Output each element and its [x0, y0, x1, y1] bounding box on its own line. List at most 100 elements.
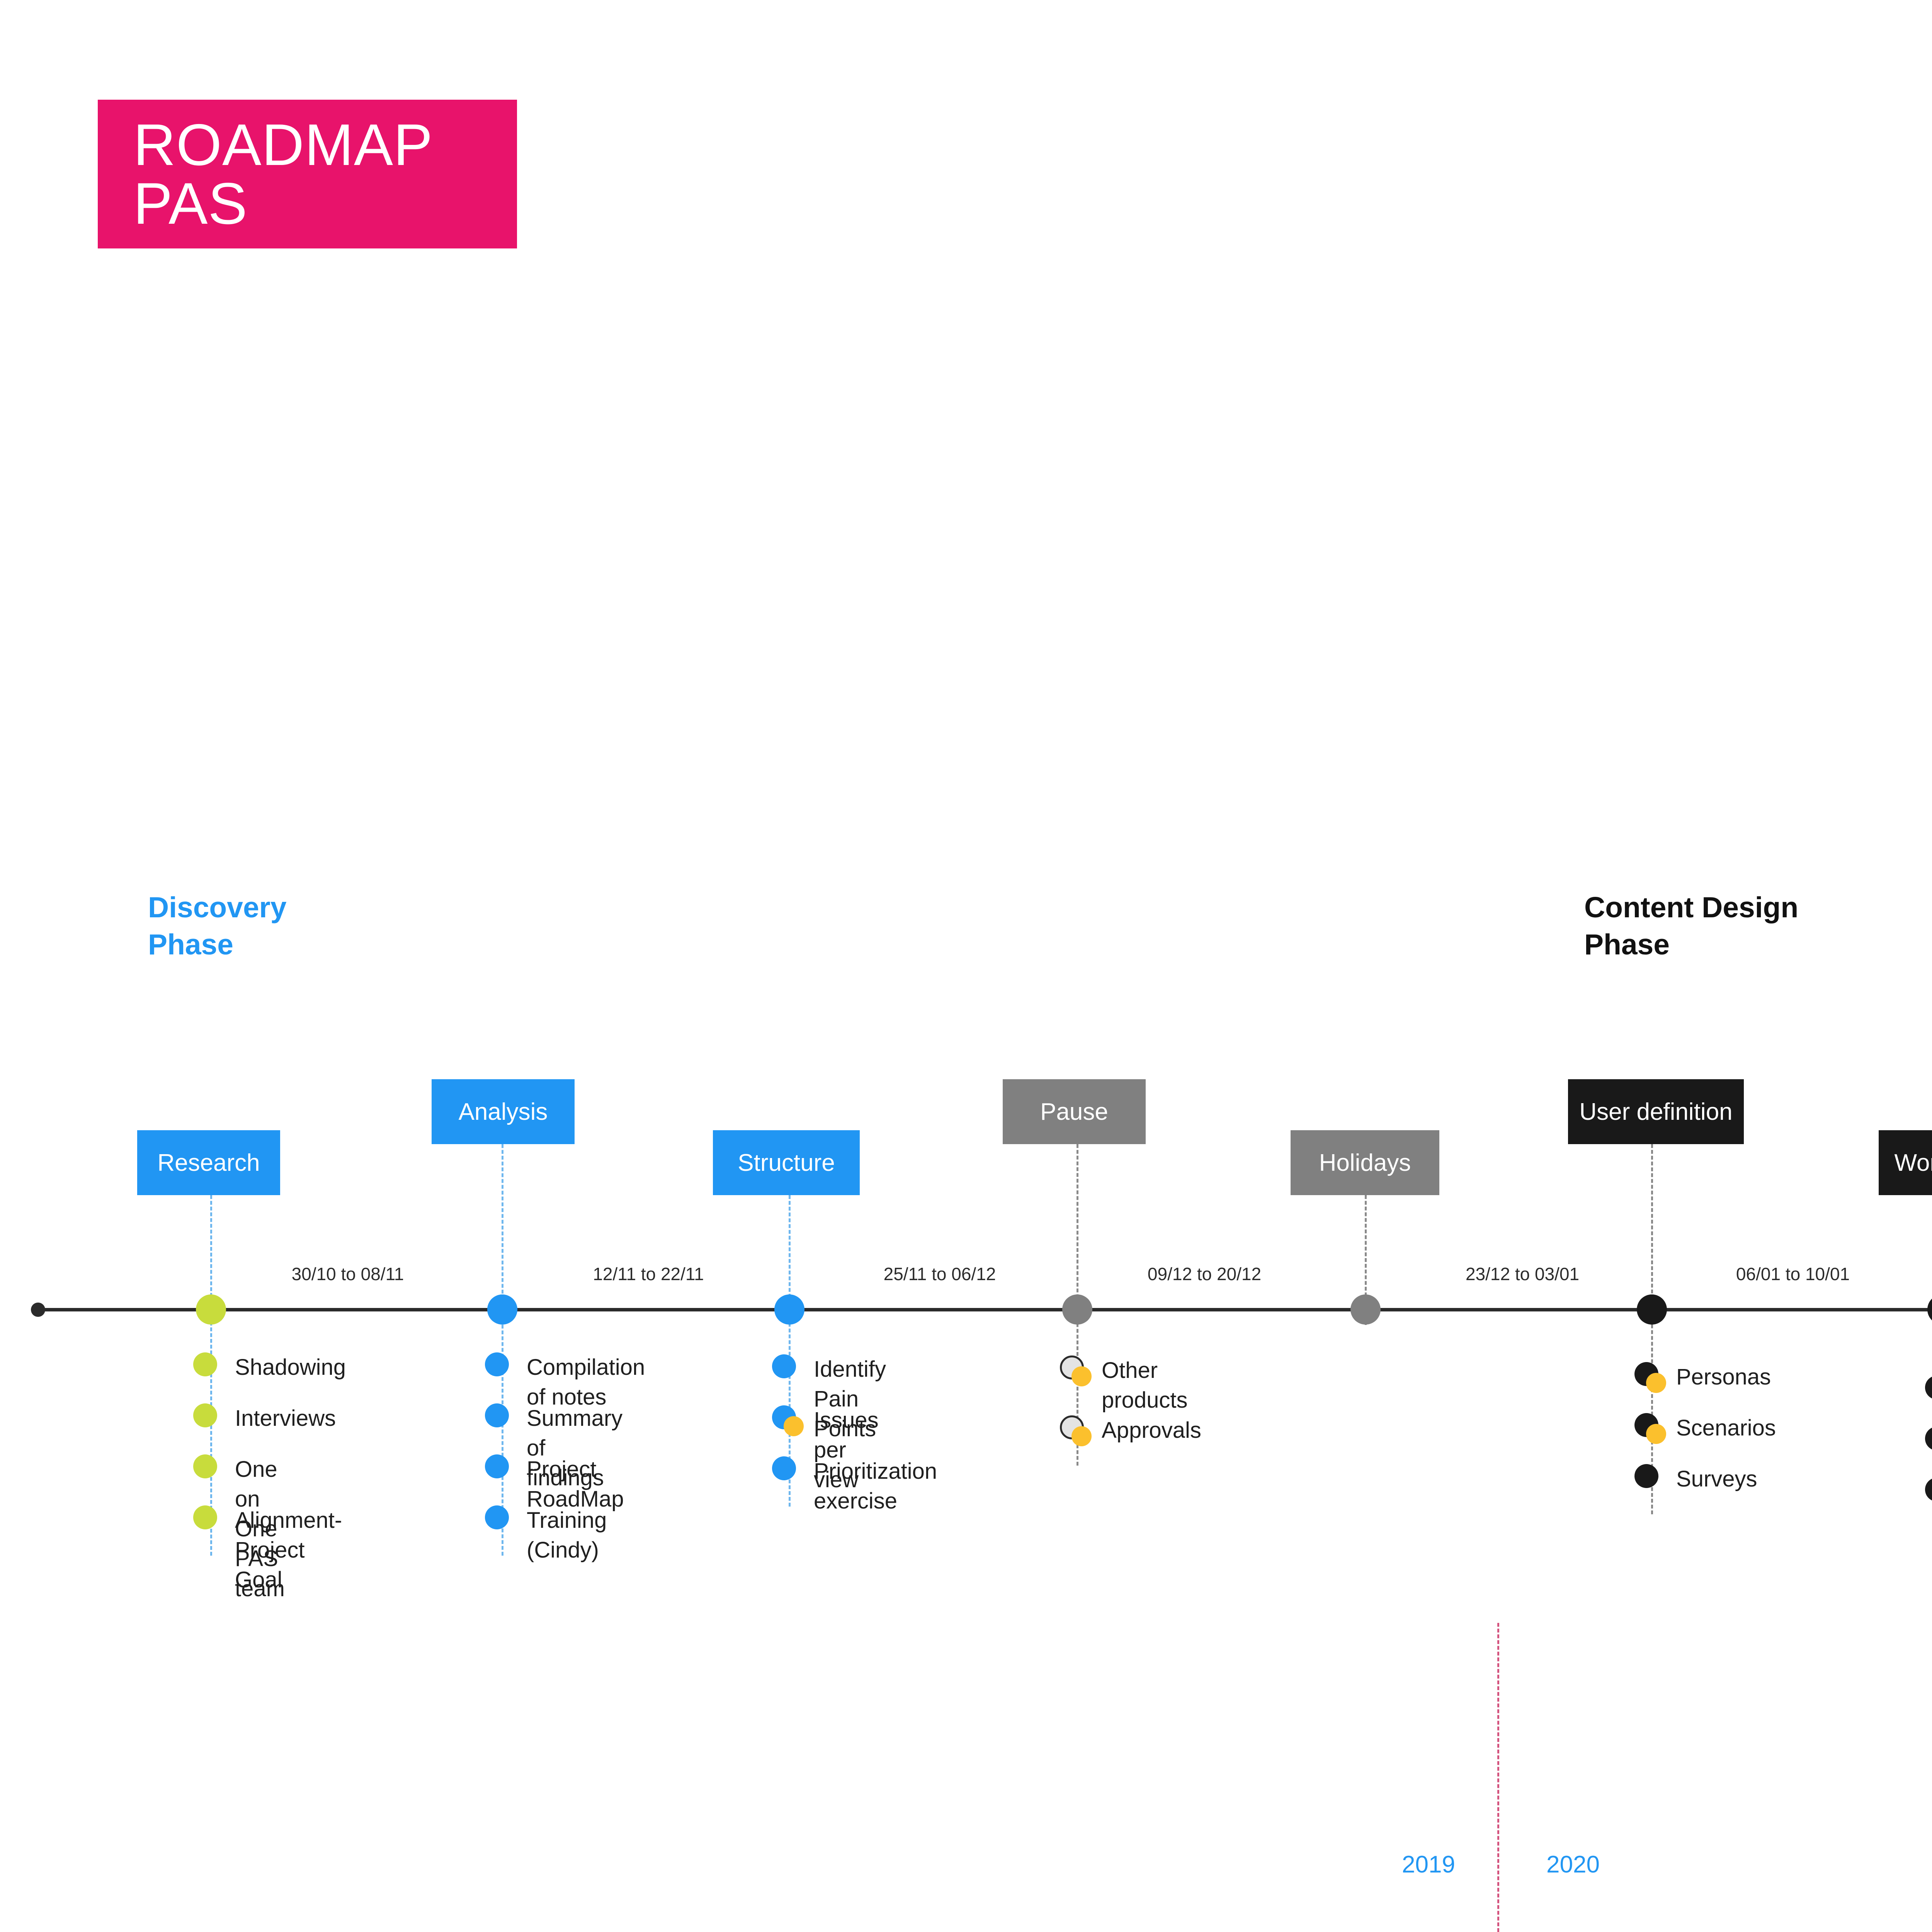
milestone-chip-label: Pause [1040, 1098, 1108, 1125]
task-accent-dot [1646, 1424, 1666, 1444]
milestone-chip-pause[interactable]: Pause [1003, 1079, 1146, 1144]
milestone-chip-user-definition[interactable]: User definition [1568, 1079, 1744, 1144]
task-label: Surveys [1676, 1466, 1757, 1492]
task-bullet-icon [1634, 1362, 1666, 1393]
task-dot [485, 1352, 509, 1376]
milestone-node-research[interactable] [196, 1294, 226, 1325]
task-row[interactable]: Alignment- Project Goal [193, 1505, 342, 1595]
task-bullet-icon [1925, 1376, 1932, 1406]
task-dot [193, 1352, 217, 1376]
task-label: Summary of findings [527, 1406, 623, 1491]
task-accent-dot [784, 1416, 804, 1436]
task-bullet-icon [1060, 1415, 1092, 1446]
milestone-date-range-research: 30/10 to 08/11 [291, 1264, 404, 1284]
task-bullet-icon [193, 1505, 223, 1536]
task-row[interactable]: Experience Mapping PAs [1925, 1427, 1932, 1516]
task-row[interactable]: Workshops preparation [1925, 1376, 1932, 1435]
milestone-chip-structure[interactable]: Structure [713, 1130, 860, 1195]
task-label: Approvals [1102, 1418, 1201, 1443]
task-dot [1925, 1376, 1932, 1400]
milestone-chip-holidays[interactable]: Holidays [1291, 1130, 1439, 1195]
task-dot [772, 1456, 796, 1480]
page-title-banner: ROADMAP PAS [98, 100, 517, 248]
task-row[interactable]: Surveys [1634, 1464, 1757, 1494]
milestone-chip-label: Research [157, 1149, 260, 1176]
task-bullet-icon [193, 1403, 223, 1434]
task-dot [485, 1505, 509, 1529]
task-row[interactable]: One on One PAS team [193, 1454, 285, 1604]
phase-label-content-design: Content Design Phase [1584, 891, 1799, 961]
milestone-node-user-definition[interactable] [1637, 1294, 1667, 1325]
milestone-node-holidays[interactable] [1350, 1294, 1381, 1325]
task-bullet-icon [485, 1505, 515, 1536]
task-row[interactable]: Interviews [193, 1403, 336, 1434]
task-dot [193, 1454, 217, 1478]
task-accent-dot [1646, 1373, 1666, 1393]
milestone-connector-analysis-1 [502, 1144, 503, 1556]
task-label: Project RoadMap [527, 1457, 624, 1512]
task-row[interactable]: Issues per view [772, 1405, 879, 1495]
task-accent-dot [1071, 1366, 1092, 1386]
milestone-node-pause[interactable] [1062, 1294, 1092, 1325]
milestone-date-range-holidays: 23/12 to 03/01 [1465, 1264, 1580, 1284]
task-label: Personas [1676, 1364, 1771, 1389]
task-row[interactable]: Experience Mapping Managers/Support [1925, 1478, 1932, 1567]
task-row[interactable]: Identify Pain Points [772, 1354, 886, 1444]
task-row[interactable]: Summary of findings [485, 1403, 622, 1493]
task-row[interactable]: Shadowing [193, 1352, 346, 1383]
task-row[interactable]: Approvals [1060, 1415, 1201, 1446]
task-accent-dot [1071, 1426, 1092, 1446]
task-bullet-icon [1060, 1355, 1092, 1386]
milestone-connector-research [210, 1195, 212, 1556]
task-row[interactable]: Compilation of notes [485, 1352, 645, 1412]
task-dot [485, 1454, 509, 1478]
milestone-node-analysis-1[interactable] [487, 1294, 517, 1325]
task-label: Prioritization exercise [814, 1459, 937, 1514]
milestone-date-range-analysis-1: 12/11 to 22/11 [593, 1264, 704, 1284]
phase-label-discovery: Discovery Phase [148, 891, 287, 961]
task-row[interactable]: Other products [1060, 1355, 1187, 1415]
task-dot [193, 1403, 217, 1427]
task-bullet-icon [772, 1354, 802, 1384]
task-label: Shadowing [235, 1355, 346, 1380]
task-dot [1634, 1464, 1658, 1488]
year-divider [1497, 1623, 1499, 1932]
timeline-axis [35, 1308, 1932, 1311]
task-dot [485, 1403, 509, 1427]
task-row[interactable]: Project RoadMap [485, 1454, 624, 1514]
milestone-date-range-user-definition: 06/01 to 10/01 [1736, 1264, 1850, 1284]
page-title: ROADMAP PAS [133, 112, 432, 236]
milestone-chip-research[interactable]: Research [137, 1130, 280, 1195]
milestone-node-workshops[interactable] [1927, 1294, 1932, 1325]
task-bullet-icon [485, 1454, 515, 1485]
task-bullet-icon [772, 1456, 802, 1486]
milestone-date-range-pause: 09/12 to 20/12 [1147, 1264, 1262, 1284]
task-dot [1925, 1478, 1932, 1502]
task-dot [772, 1354, 796, 1378]
task-bullet-icon [1925, 1427, 1932, 1457]
task-row[interactable]: Training (Cindy) [485, 1505, 607, 1565]
milestone-node-structure[interactable] [774, 1294, 804, 1325]
task-row[interactable]: Personas [1634, 1362, 1771, 1393]
task-label: Training (Cindy) [527, 1508, 607, 1563]
task-label: Other products [1102, 1358, 1188, 1413]
task-label: Issues per view [814, 1408, 879, 1493]
milestone-chip-label: User definition [1579, 1098, 1733, 1125]
milestone-connector-user-definition [1651, 1144, 1653, 1514]
milestone-connector-holidays [1365, 1195, 1367, 1325]
milestone-chip-label: Holidays [1319, 1149, 1411, 1176]
task-dot [193, 1505, 217, 1529]
milestone-chip-label: Structure [738, 1149, 835, 1176]
task-row[interactable]: Scenarios [1634, 1413, 1776, 1444]
task-label: Scenarios [1676, 1415, 1776, 1440]
milestone-date-range-structure: 25/11 to 06/12 [883, 1264, 996, 1284]
milestone-chip-analysis-1[interactable]: Analysis [432, 1079, 575, 1144]
task-label: Compilation of notes [527, 1355, 645, 1410]
task-bullet-icon [1634, 1464, 1665, 1494]
task-bullet-icon [485, 1403, 515, 1434]
milestone-chip-label: Workshops [1894, 1149, 1932, 1176]
task-row[interactable]: Prioritization exercise [772, 1456, 937, 1516]
year-label-2019: 2019 [1402, 1851, 1455, 1878]
milestone-chip-label: Analysis [458, 1098, 548, 1125]
milestone-chip-workshops[interactable]: Workshops [1879, 1130, 1932, 1195]
